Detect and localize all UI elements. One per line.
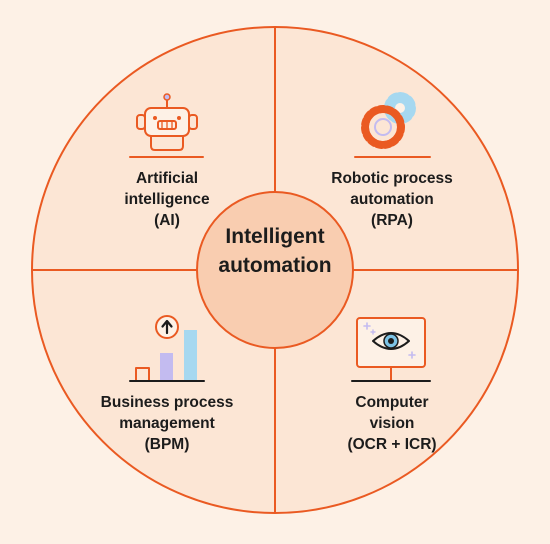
quadrant-cv-line1: Computer xyxy=(355,394,429,411)
center-label-line1: Intelligent xyxy=(225,225,325,248)
quadrant-bpm-line2: management xyxy=(119,415,215,432)
bar-chart-icon xyxy=(129,315,205,382)
quadrant-ai-line2: intelligence xyxy=(124,191,210,208)
center-circle xyxy=(196,191,354,349)
quadrant-ai-line1: Artificial xyxy=(135,170,198,187)
gears-icon xyxy=(354,92,431,158)
quadrant-label-bpm: Business process management (BPM) xyxy=(82,392,252,455)
quadrant-bpm-line3: (BPM) xyxy=(144,436,190,453)
quadrant-rpa-line2: automation xyxy=(350,191,434,208)
quadrant-label-ai: Artificial intelligence (AI) xyxy=(82,168,252,231)
quadrant-label-cv: Computer vision (OCR + ICR) xyxy=(307,392,477,455)
eye-monitor-icon xyxy=(351,317,431,382)
quadrant-bpm-line1: Business process xyxy=(100,394,234,411)
quadrant-rpa-line3: (RPA) xyxy=(371,212,413,229)
robot-icon xyxy=(129,93,204,158)
quadrant-cv-line2: vision xyxy=(369,415,415,432)
quadrant-cv-line3: (OCR + ICR) xyxy=(347,436,437,453)
center-label-line2: automation xyxy=(218,254,332,277)
quadrant-rpa-line1: Robotic process xyxy=(331,170,453,187)
quadrant-label-rpa: Robotic process automation (RPA) xyxy=(307,168,477,231)
quadrant-ai-line3: (AI) xyxy=(154,212,180,229)
center-label: Intelligent automation xyxy=(205,222,345,280)
